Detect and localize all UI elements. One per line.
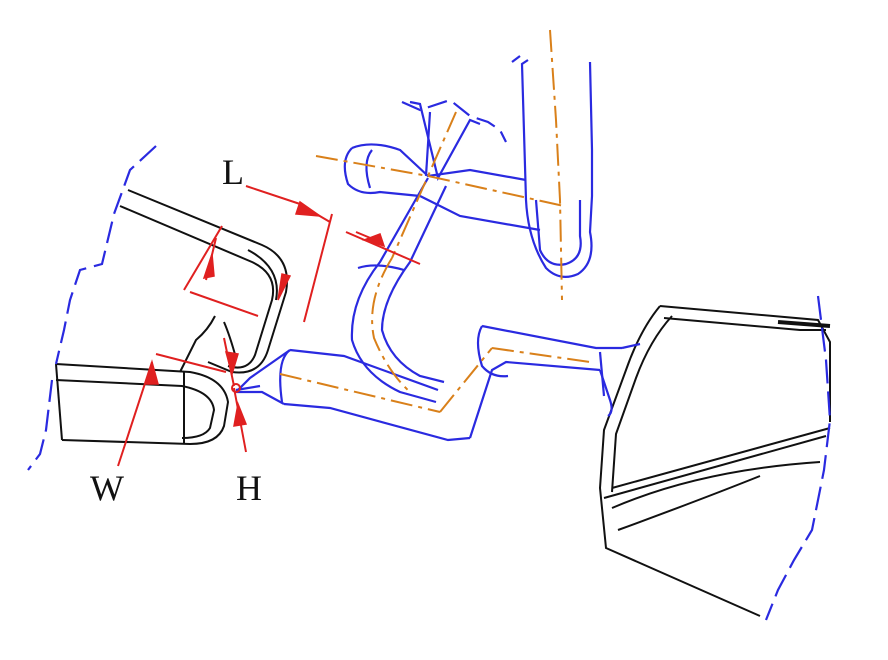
right-part-outline — [598, 305, 831, 617]
dimension-H-arrows — [224, 351, 248, 427]
centerlines — [279, 29, 591, 413]
right-part-boundary — [764, 295, 832, 621]
height-label: H — [236, 468, 262, 508]
dimension-W-arrows — [145, 253, 215, 385]
dimension-W — [117, 225, 259, 467]
dimension-L-arrows — [277, 200, 386, 301]
left-part-boundary — [27, 145, 157, 471]
runner-system — [235, 55, 641, 442]
width-label: W — [90, 468, 124, 508]
runner-boundary — [401, 98, 507, 143]
length-label: L — [222, 152, 244, 192]
left-part-outline — [55, 189, 288, 446]
